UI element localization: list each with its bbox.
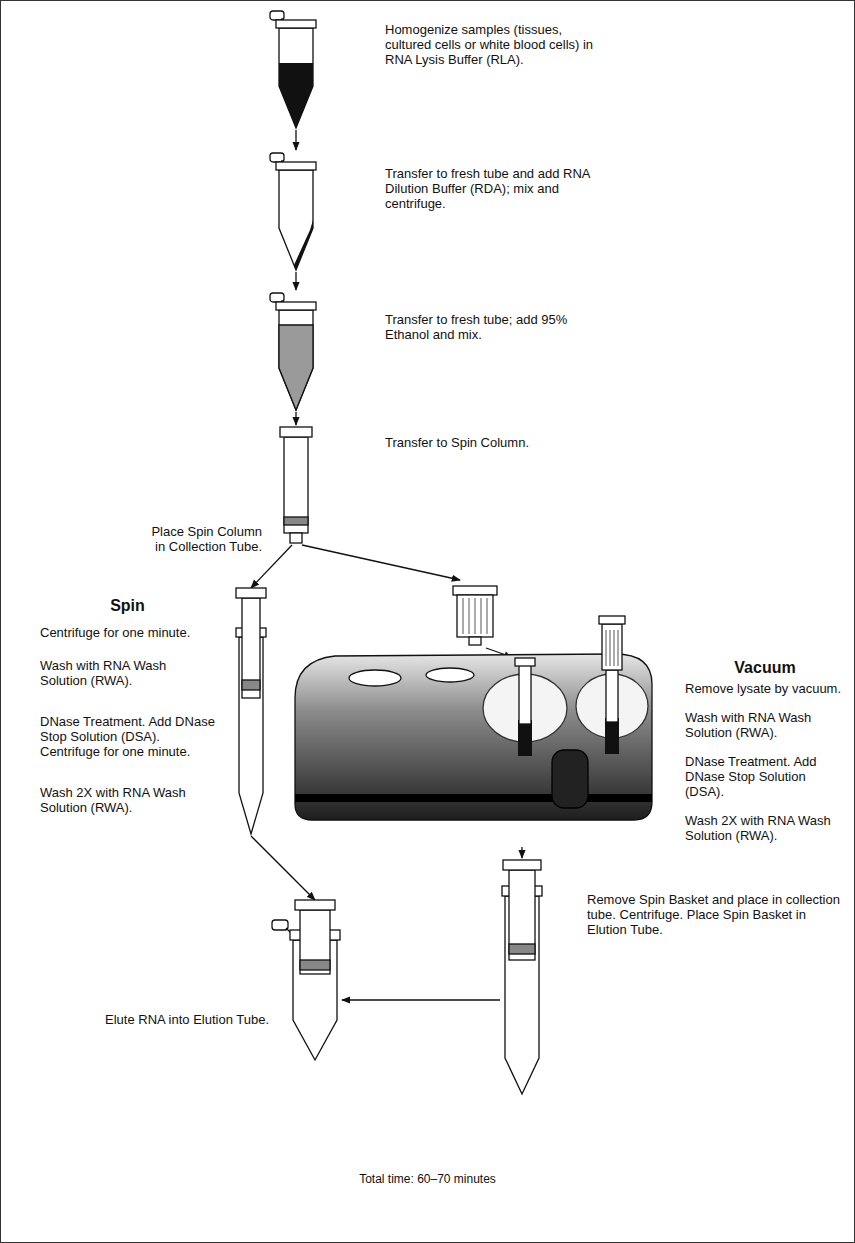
text-column: Transfer to Spin Column. xyxy=(385,435,610,450)
step-text: Remove lysate by vacuum. xyxy=(685,681,845,696)
vacuum-manifold-illustration-part xyxy=(486,648,506,655)
text-column: Transfer to fresh tube; add 95% Ethanol … xyxy=(385,312,610,342)
step-group: Transfer to Spin Column. xyxy=(268,425,628,545)
tube-illustration-part xyxy=(276,20,316,28)
step-text: Wash with RNA Wash Solution (RWA). xyxy=(40,658,215,688)
step-text: Transfer to Spin Column. xyxy=(385,435,610,450)
flow-arrow xyxy=(521,847,522,858)
text-column: Remove Spin Basket and place in collecti… xyxy=(587,892,842,937)
vacuum-manifold-illustration-part xyxy=(515,658,535,666)
vacuum-manifold-illustration-part xyxy=(606,670,618,722)
step-group: Transfer to fresh tube and add RNA Dilut… xyxy=(268,150,628,272)
step-group: Elute RNA into Elution Tube. xyxy=(100,900,342,1063)
flow-arrow xyxy=(251,836,315,900)
vacuum-manifold-illustration-part xyxy=(519,664,531,724)
step-text: Centrifuge for one minute. xyxy=(40,625,215,640)
branch-heading: Vacuum xyxy=(685,658,845,677)
step-group: VacuumRemove lysate by vacuum. Wash with … xyxy=(290,580,852,847)
vacuum-manifold-illustration-part xyxy=(599,616,625,624)
tube-illustration-part xyxy=(279,28,313,128)
spin-column-illustration-part xyxy=(290,533,302,543)
vacuum-manifold-illustration-part xyxy=(349,670,401,686)
tube-illustration-part xyxy=(279,63,313,128)
tube-illustration-part xyxy=(276,302,316,310)
text-column: Transfer to fresh tube and add RNA Dilut… xyxy=(385,166,610,211)
spin-column-illustration-part xyxy=(284,517,308,525)
flow-arrow xyxy=(295,272,296,290)
collection-tube-illustration-part xyxy=(509,870,535,960)
step-text: DNase Treatment. Add DNase Stop Solution… xyxy=(40,714,215,759)
step-text: DNase Treatment. Add DNase Stop Solution… xyxy=(685,754,845,799)
vacuum-manifold-illustration-part xyxy=(605,718,619,754)
text-column: Homogenize samples (tissues, cultured ce… xyxy=(385,22,610,67)
text-column: Elute RNA into Elution Tube. xyxy=(105,1012,270,1027)
vacuum-manifold-illustration-part xyxy=(457,595,493,637)
spin-column-illustration-part xyxy=(280,427,312,437)
footnote: Total time: 60–70 minutes xyxy=(0,1172,855,1186)
vacuum-manifold-illustration-part xyxy=(606,630,618,666)
flow-arrow xyxy=(295,130,296,150)
step-group: SpinCentrifuge for one minute. Wash with … xyxy=(35,588,269,836)
vacuum-manifold-illustration-part xyxy=(463,598,487,634)
vacuum-manifold-illustration-part xyxy=(295,654,652,820)
step-group: Transfer to fresh tube; add 95% Ethanol … xyxy=(268,290,628,412)
branch-heading: Spin xyxy=(40,596,215,615)
step-text: Remove Spin Basket and place in collecti… xyxy=(587,892,842,937)
tube-illustration-part xyxy=(279,310,313,410)
elution-tube-illustration-part xyxy=(300,960,330,970)
vacuum-manifold-illustration-part xyxy=(426,668,474,682)
vacuum-manifold-illustration-part xyxy=(518,720,532,756)
tube-illustration xyxy=(268,290,628,412)
step-text: Transfer to fresh tube and add RNA Dilut… xyxy=(385,166,610,211)
step-group: Remove Spin Basket and place in collecti… xyxy=(500,858,850,1098)
flow-arrow xyxy=(295,412,296,425)
vacuum-manifold-illustration-part xyxy=(602,624,622,670)
vacuum-manifold-illustration-part xyxy=(469,637,481,645)
collection-tube-illustration-part xyxy=(509,944,535,954)
step-text: Wash 2X with RNA Wash Solution (RWA). xyxy=(40,785,215,815)
elution-tube-illustration-part xyxy=(295,900,335,910)
step-text: Wash 2X with RNA Wash Solution (RWA). xyxy=(685,813,845,843)
tube-illustration-part xyxy=(276,162,316,170)
vacuum-manifold-illustration-part xyxy=(552,750,588,808)
edge-label: Place Spin Column in Collection Tube. xyxy=(150,524,262,554)
tube-illustration-part xyxy=(279,325,313,410)
spin-column-illustration-part xyxy=(284,437,308,533)
tube-illustration-part xyxy=(294,220,313,270)
vacuum-manifold-illustration-part xyxy=(295,794,652,802)
flow-arrow xyxy=(342,999,500,1000)
collection-tube-illustration-part xyxy=(242,680,260,690)
collection-tube-illustration-part xyxy=(242,598,260,698)
step-text: Elute RNA into Elution Tube. xyxy=(105,1012,270,1027)
collection-tube-illustration-part xyxy=(503,860,541,870)
tube-illustration-part xyxy=(279,170,313,270)
flow-arrow xyxy=(302,545,460,580)
elution-tube-illustration xyxy=(100,900,342,1063)
step-text: Wash with RNA Wash Solution (RWA). xyxy=(685,710,845,740)
text-column: VacuumRemove lysate by vacuum. Wash with … xyxy=(685,658,845,843)
collection-tube-illustration-part xyxy=(236,588,266,598)
step-group: Homogenize samples (tissues, cultured ce… xyxy=(268,8,628,130)
text-column: SpinCentrifuge for one minute. Wash with … xyxy=(40,596,215,815)
vacuum-manifold-illustration-part xyxy=(453,586,497,595)
step-text: Homogenize samples (tissues, cultured ce… xyxy=(385,22,610,67)
elution-tube-illustration-part xyxy=(300,910,330,974)
step-text: Transfer to fresh tube; add 95% Ethanol … xyxy=(385,312,610,342)
